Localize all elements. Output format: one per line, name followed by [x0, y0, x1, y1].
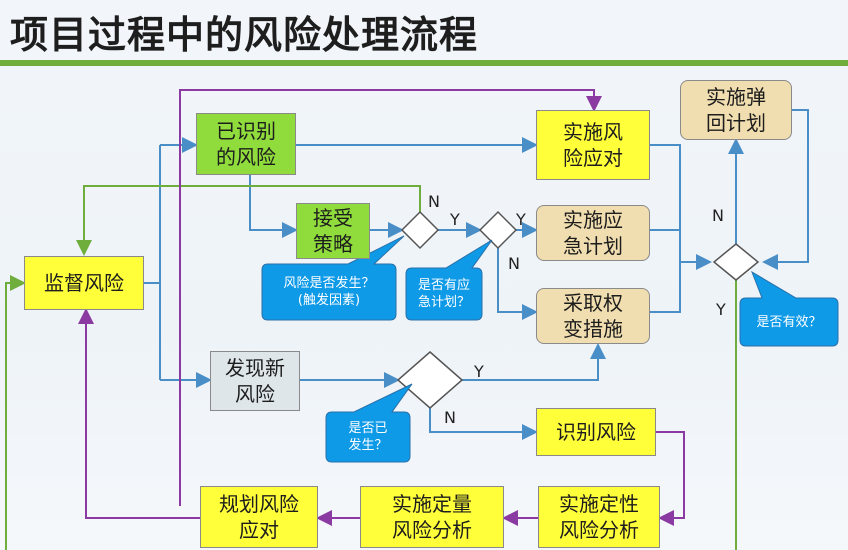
node-emergency-plan: 实施应 急计划	[536, 205, 650, 261]
edge-d4-to-workaround	[462, 343, 606, 381]
label-d4-yes: Y	[474, 362, 484, 381]
node-plan-response: 规划风险 应对	[200, 486, 318, 548]
edge-response-to-d3	[650, 144, 712, 270]
decision-contingency-diamond	[478, 210, 518, 250]
decision-occurred-diamond	[400, 210, 440, 250]
edge-workaround-to-d3	[650, 262, 681, 313]
callout-effective-text: 是否有效？	[756, 315, 822, 330]
label-d1-yes: Y	[450, 210, 460, 229]
callout-new-occurred-bubble	[325, 383, 413, 463]
node-monitor-risk: 监督风险	[24, 256, 144, 310]
node-accept-strategy: 接受 策略	[296, 203, 370, 259]
callout-occurred-text: 风险是否发生？ (触发因素)	[283, 276, 375, 308]
edge-fallback-to-d3	[762, 109, 809, 270]
decision-effective-diamond	[712, 243, 760, 281]
node-qualitative-analysis: 实施定性 风险分析	[538, 486, 660, 548]
edge-plan-to-monitor	[78, 308, 200, 519]
title-rule	[0, 60, 848, 66]
node-quantitative-analysis: 实施定量 风险分析	[360, 486, 504, 548]
callout-effective-bubble	[739, 270, 839, 347]
label-d2-no: N	[508, 254, 520, 273]
node-fallback-plan: 实施弹 回计划	[680, 80, 792, 140]
edge-d4-to-identify	[429, 408, 538, 440]
edge-d2-to-workaround	[497, 248, 538, 320]
label-d3-yes: Y	[716, 300, 726, 319]
decision-new-occurred-diamond	[396, 351, 464, 409]
callout-contingency-text: 是否有应 急计划？	[417, 278, 470, 310]
edge-identified-to-accept	[249, 175, 298, 238]
edge-d1-no-to-monitor	[76, 185, 421, 256]
label-d1-no: N	[428, 192, 440, 211]
page-title: 项目过程中的风险处理流程	[10, 13, 479, 57]
node-identified-risk: 已识别 的风险	[196, 113, 296, 175]
edge-plan-to-response	[179, 89, 602, 506]
node-workaround: 采取权 变措施	[536, 288, 650, 344]
node-identify-risk: 识别风险	[536, 408, 656, 456]
label-d4-no: N	[444, 408, 456, 427]
edge-identify-to-qualitative	[656, 431, 685, 526]
callout-new-occurred-text: 是否已 发生？	[348, 421, 388, 453]
node-new-risk: 发现新 风险	[210, 351, 300, 411]
edge-left-to-monitor	[5, 275, 26, 550]
node-implement-response: 实施风 险应对	[536, 110, 650, 180]
callout-contingency-bubble	[405, 239, 493, 321]
label-d2-yes: Y	[516, 210, 526, 229]
label-d3-no: N	[712, 206, 724, 225]
